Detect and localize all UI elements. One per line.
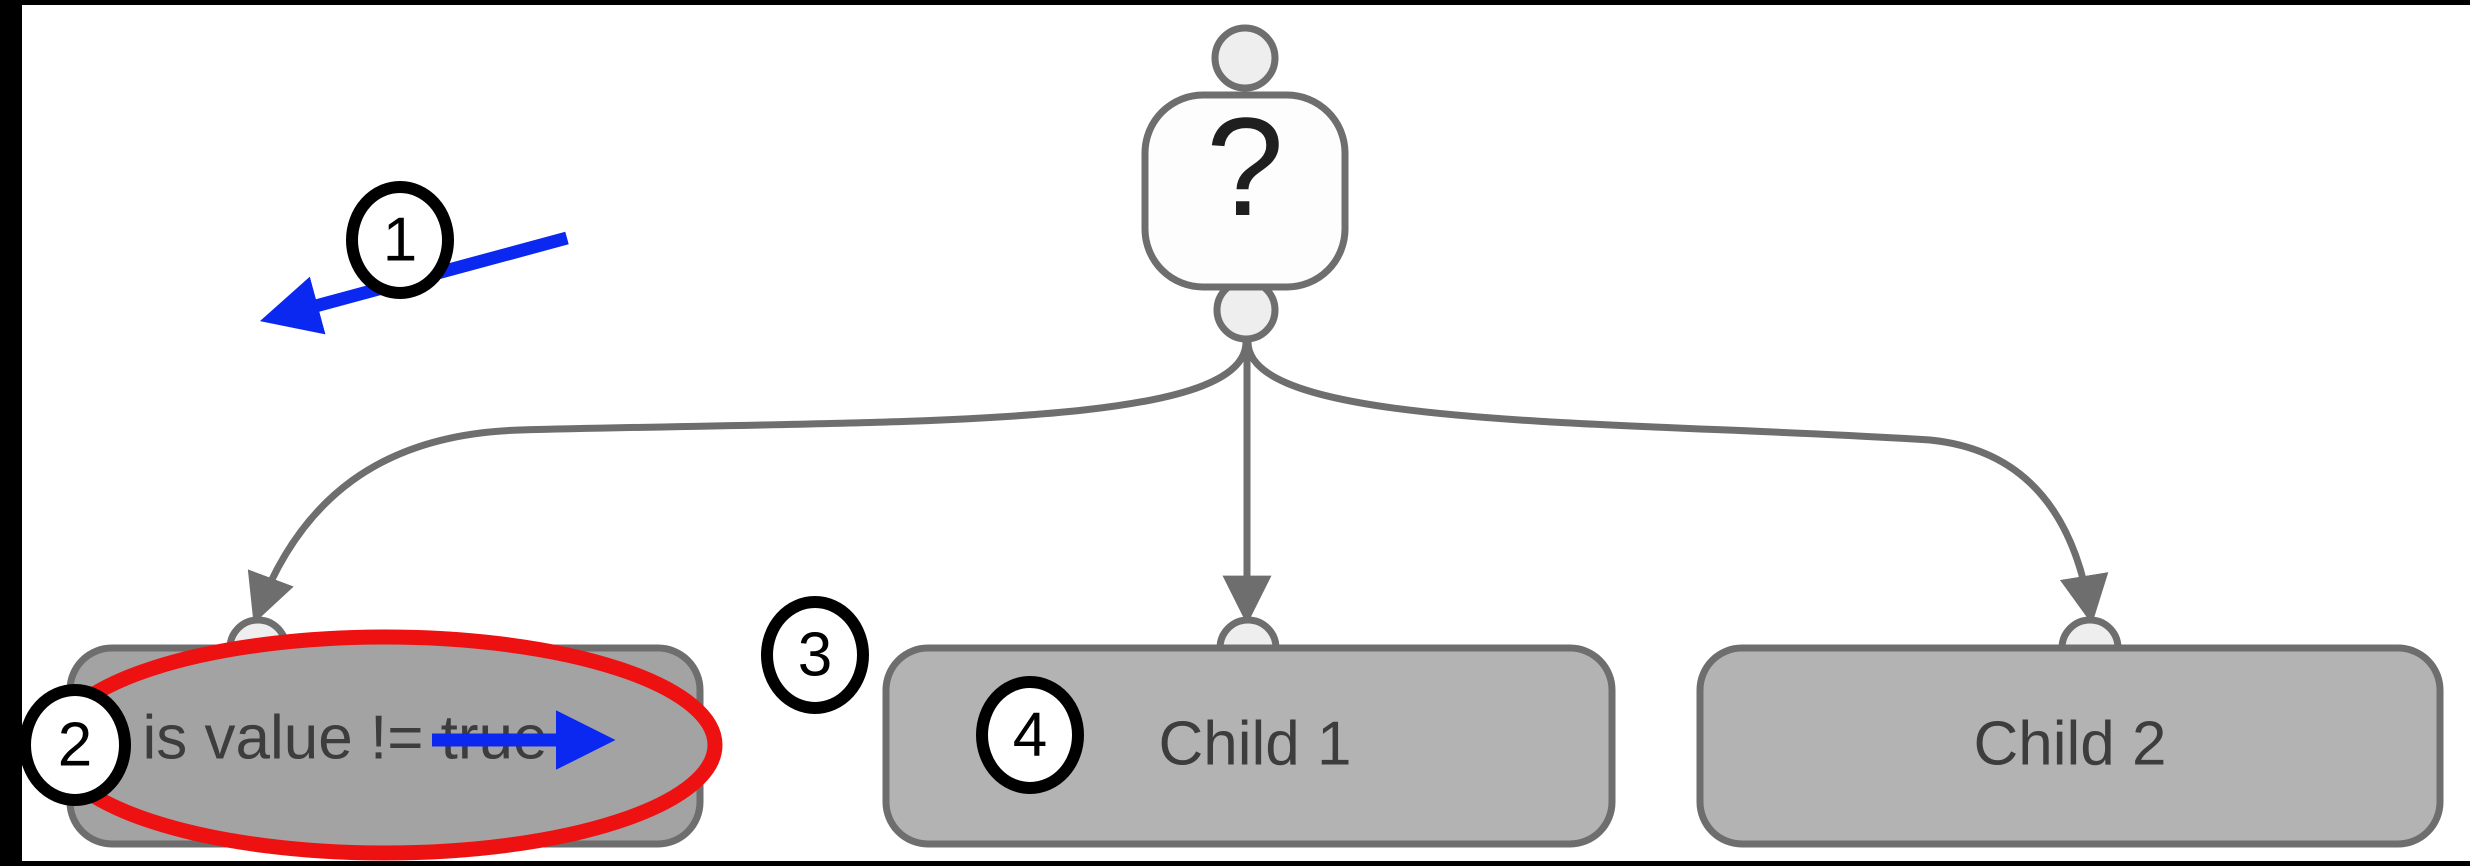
step-marker-1-ring <box>346 181 454 299</box>
frame-border-top <box>22 0 2470 5</box>
step-marker-2: 2 <box>19 684 131 806</box>
edge-group <box>247 341 2109 625</box>
root-node[interactable]: ? <box>1141 24 1349 343</box>
step-marker-2-number: 2 <box>58 710 92 779</box>
child1-node-label: Child 1 <box>1159 709 1352 778</box>
step-marker-1: 1 <box>346 181 454 299</box>
frame-border-bottom <box>0 861 2470 866</box>
root-input-port[interactable] <box>1211 24 1279 92</box>
step-marker-1-number: 1 <box>383 205 417 274</box>
root-node-body[interactable] <box>1141 91 1349 291</box>
step-marker-3-number: 3 <box>798 620 832 689</box>
step-marker-2-ring <box>19 684 131 806</box>
question-mark-selector-icon: ? <box>1206 88 1284 245</box>
frame-border-left <box>0 0 22 866</box>
edge-root-to-condition[interactable] <box>247 341 1250 624</box>
step-marker-4-ring <box>976 676 1084 794</box>
step-marker-3-ring <box>761 596 869 714</box>
step-marker-3: 3 <box>761 596 869 714</box>
step-marker-4: 4 <box>976 676 1084 794</box>
edge-root-to-child2[interactable] <box>1244 341 2109 625</box>
child-node-2[interactable]: Child 2 <box>1696 616 2444 848</box>
child2-node-label: Child 2 <box>1974 709 2167 778</box>
child2-node-body[interactable] <box>1696 644 2444 848</box>
step-marker-4-number: 4 <box>1013 700 1047 769</box>
